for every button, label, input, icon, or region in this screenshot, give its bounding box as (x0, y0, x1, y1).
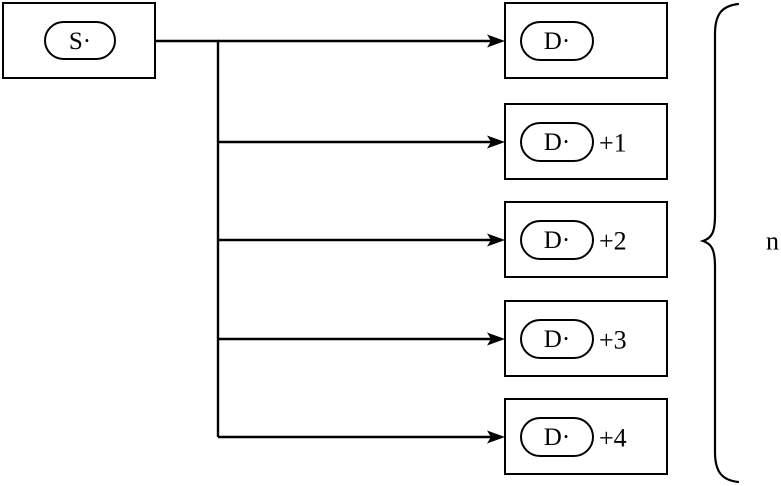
destination-node-capsule-4 (520, 319, 594, 359)
destination-node-label-5: D· (544, 424, 570, 451)
destination-node-suffix-4: +3 (599, 326, 627, 355)
brace-label: n (766, 227, 779, 256)
source-node-label: S· (69, 28, 91, 55)
destination-node-label-1: D· (544, 28, 570, 55)
source-node-capsule (44, 21, 116, 60)
connector-group (155, 34, 505, 444)
destination-node-capsule-5 (520, 417, 594, 457)
destination-node-5[interactable]: D· +4 (504, 398, 668, 475)
destination-node-suffix-3: +2 (599, 227, 627, 256)
destination-node-capsule-1 (520, 21, 594, 61)
brace-curve (699, 2, 740, 484)
arrowhead-2 (487, 135, 505, 149)
destination-node-label-3: D· (544, 227, 570, 254)
destination-node-capsule-2 (520, 122, 594, 162)
destination-node-label-4: D· (544, 326, 570, 353)
destination-node-label-2: D· (544, 129, 570, 156)
arrowhead-5 (487, 430, 505, 444)
destination-node-4[interactable]: D· +3 (504, 300, 668, 377)
group-brace: n (699, 2, 779, 484)
destination-node-capsule-3 (520, 220, 594, 260)
arrowhead-4 (487, 332, 505, 346)
destination-node-1[interactable]: D· (504, 2, 668, 79)
arrowhead-3 (487, 233, 505, 247)
destination-node-suffix-5: +4 (599, 424, 627, 453)
source-node[interactable]: S· (2, 2, 156, 79)
destination-node-2[interactable]: D· +1 (504, 103, 668, 180)
destination-node-3[interactable]: D· +2 (504, 201, 668, 278)
trunk-line (155, 39, 220, 437)
destination-node-suffix-2: +1 (599, 129, 627, 158)
arrowhead-1 (487, 34, 505, 48)
